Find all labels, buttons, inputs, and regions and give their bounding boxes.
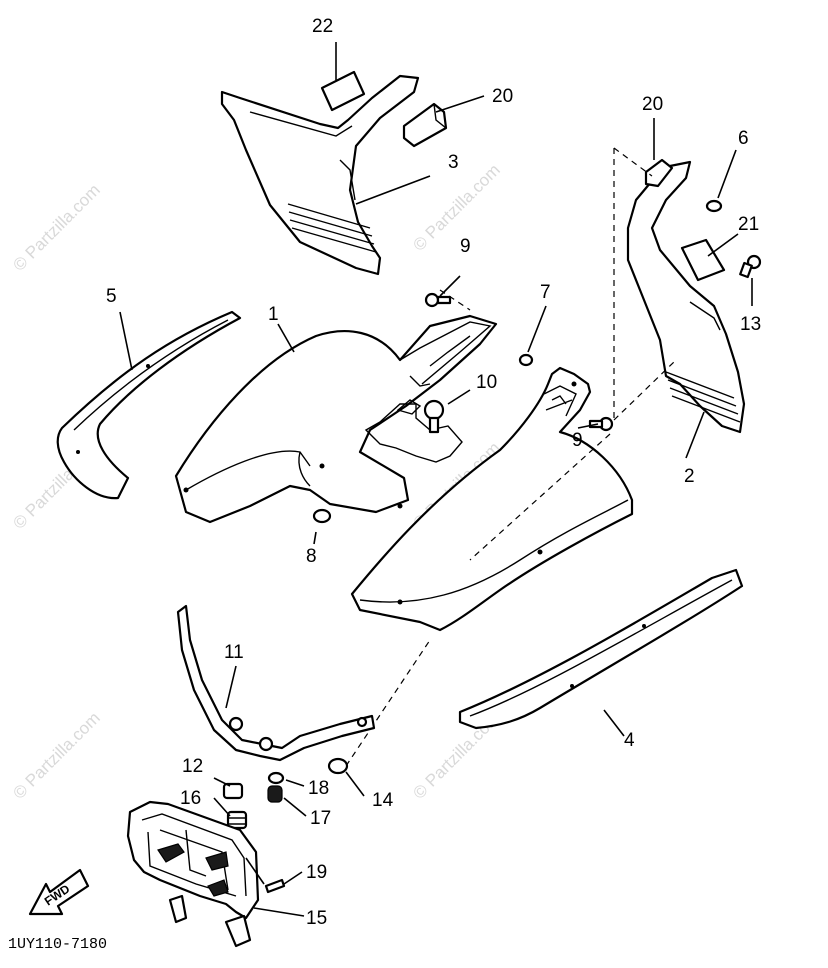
part-15-front-guard[interactable]: [126, 800, 265, 948]
part-13-screw[interactable]: [739, 254, 762, 279]
part-4-right-flap[interactable]: [458, 568, 744, 730]
callouts: 22 20 3 9 5 1 20 6 21 13 7 10 9 2 8 11 4…: [106, 16, 761, 929]
part-9-screw-right[interactable]: [588, 416, 614, 432]
callout-1: 1: [268, 304, 279, 325]
callout-16: 16: [180, 788, 201, 809]
callout-15: 15: [306, 908, 327, 929]
callout-11: 11: [224, 642, 244, 663]
callout-9-upper: 9: [460, 236, 471, 257]
callout-21: 21: [738, 214, 759, 235]
callout-8: 8: [306, 546, 317, 567]
part-8-grommet[interactable]: [312, 508, 332, 545]
assembly-lines: [345, 147, 677, 767]
callout-5: 5: [106, 286, 117, 307]
callout-20-left: 20: [492, 86, 513, 107]
callout-19: 19: [306, 862, 327, 883]
callout-6: 6: [738, 128, 749, 149]
callout-20-right: 20: [642, 94, 663, 115]
part-10-fastener[interactable]: [423, 389, 471, 434]
watermark: © Partzilla.com: [9, 708, 103, 802]
callout-9-right: 9: [572, 430, 583, 451]
part-17-damper[interactable]: [267, 785, 283, 803]
part-18-washer[interactable]: [267, 771, 285, 785]
part-12-bolt[interactable]: [222, 782, 244, 800]
part-22-decal[interactable]: [320, 70, 366, 112]
diagram-code: 1UY110-7180: [8, 936, 107, 953]
callout-17: 17: [310, 808, 331, 829]
part-5-left-flap[interactable]: [56, 310, 242, 500]
part-1-front-fender[interactable]: [174, 314, 498, 524]
part-9-screw-upper[interactable]: [424, 292, 452, 308]
leader-lines: [119, 42, 753, 917]
part-20-cushion-right[interactable]: [644, 158, 674, 188]
callout-14: 14: [372, 790, 394, 811]
part-19-screw[interactable]: [264, 878, 286, 894]
callout-3: 3: [448, 152, 459, 173]
rear-fender[interactable]: [350, 366, 634, 632]
callout-18: 18: [308, 778, 329, 799]
part-2-right-side-cover[interactable]: [626, 160, 746, 434]
part-6-damper[interactable]: [705, 199, 723, 213]
watermark: © Partzilla.com: [9, 180, 103, 274]
callout-22: 22: [312, 16, 333, 37]
callout-2: 2: [684, 466, 695, 487]
watermark: © Partzilla.com: [409, 160, 503, 254]
part-7-nut[interactable]: [518, 353, 534, 367]
callout-12: 12: [182, 756, 203, 777]
part-21-decal[interactable]: [680, 238, 726, 282]
callout-4: 4: [624, 730, 635, 751]
callout-13: 13: [740, 314, 761, 335]
part-14-grommet[interactable]: [327, 757, 349, 775]
callout-7: 7: [540, 282, 551, 303]
part-11-stay[interactable]: [176, 604, 376, 762]
part-3-left-side-cover[interactable]: [220, 74, 420, 276]
fwd-arrow-icon: FWD: [28, 868, 90, 916]
callout-10: 10: [476, 372, 497, 393]
part-20-cushion-left[interactable]: [402, 102, 448, 148]
